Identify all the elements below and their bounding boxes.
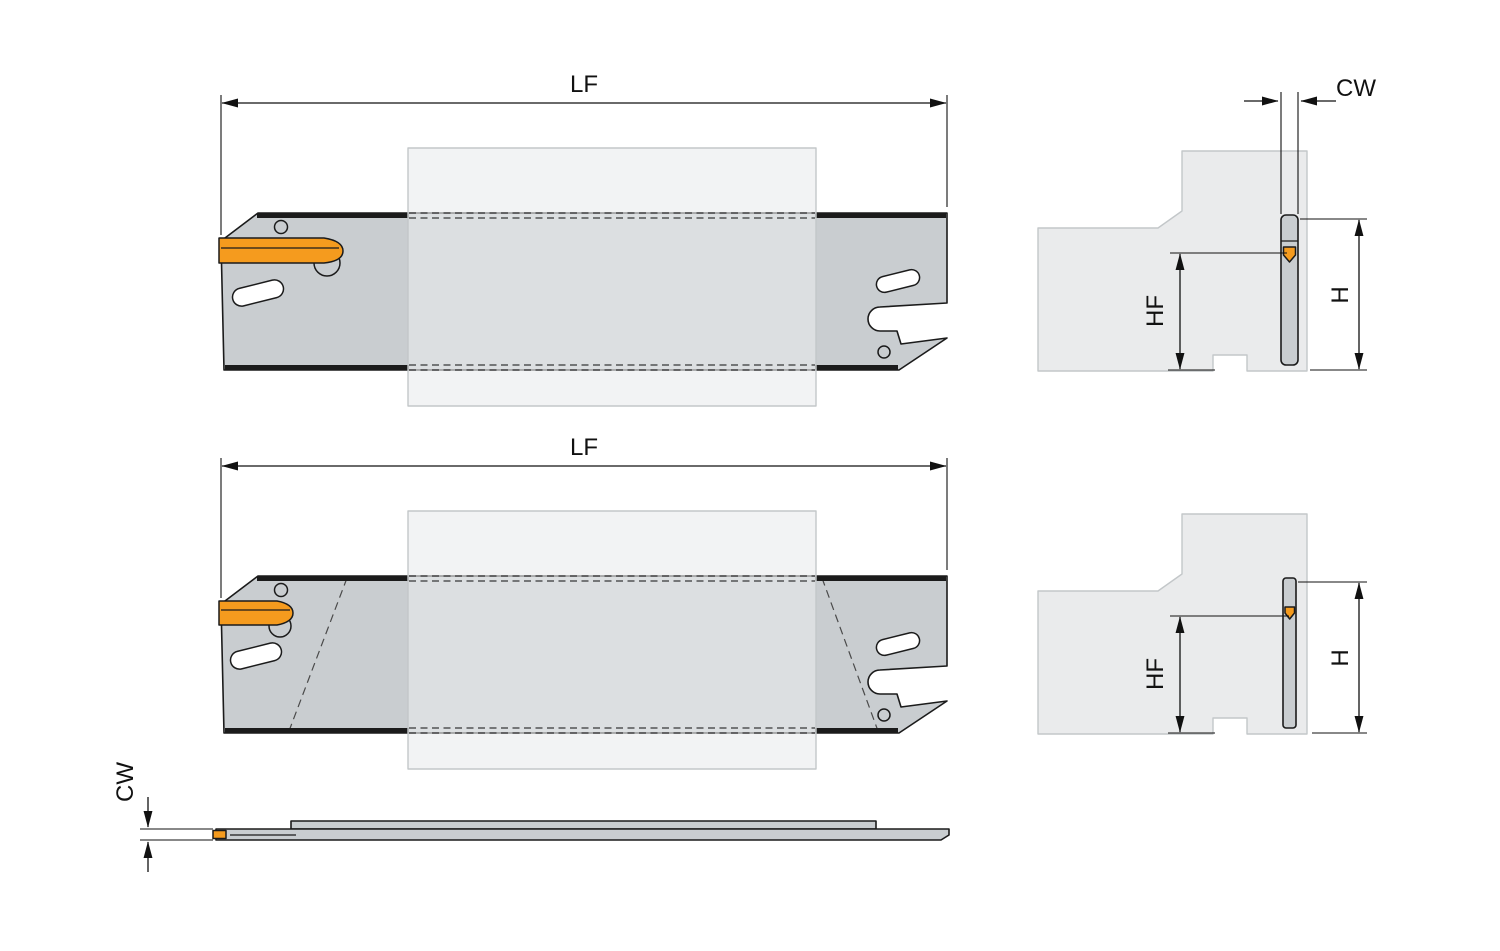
blade-end-section: [1280, 214, 1299, 366]
blade-body-top: [215, 828, 950, 841]
pin-hole: [877, 345, 891, 359]
blade-end-section: [1282, 577, 1297, 729]
insert-clamp: [218, 237, 344, 264]
insert-clamp: [218, 600, 294, 626]
insert-end-section: [1282, 246, 1297, 263]
section-break-line: [821, 577, 879, 732]
clamp-slot-hole: [229, 642, 283, 670]
lf-dimension-label: LF: [570, 71, 598, 98]
insert-top-section: [212, 829, 227, 840]
pin-hole: [273, 219, 289, 235]
figure2-side-view: LF: [218, 434, 948, 770]
holder-block-end: [1037, 150, 1308, 372]
figure3-top-view: CW: [112, 762, 950, 872]
lf-dimension-label: LF: [570, 434, 598, 461]
cw-dimension-label: CW: [112, 762, 139, 802]
cw-dimension-label: CW: [1336, 75, 1376, 102]
section-break-line: [288, 577, 348, 732]
pin-hole: [877, 708, 891, 722]
clamp-slot-hole: [231, 279, 285, 307]
holder-block: [407, 510, 817, 770]
holder-block: [407, 147, 817, 407]
blade-mid-section-top: [290, 820, 877, 830]
hf-dimension-label: HF: [1142, 295, 1169, 327]
clamp-slot-hole: [875, 268, 921, 294]
figure2-end-view: HF H: [1037, 513, 1367, 735]
pin-hole: [273, 582, 289, 598]
figure1-side-view: LF: [218, 71, 948, 407]
holder-block-end: [1037, 513, 1308, 735]
h-dimension-label: H: [1327, 649, 1354, 666]
figure1-end-view: CW HF H: [1037, 75, 1376, 372]
h-dimension-label: H: [1327, 286, 1354, 303]
clamp-slot-hole: [875, 631, 921, 657]
hf-dimension-label: HF: [1142, 658, 1169, 690]
